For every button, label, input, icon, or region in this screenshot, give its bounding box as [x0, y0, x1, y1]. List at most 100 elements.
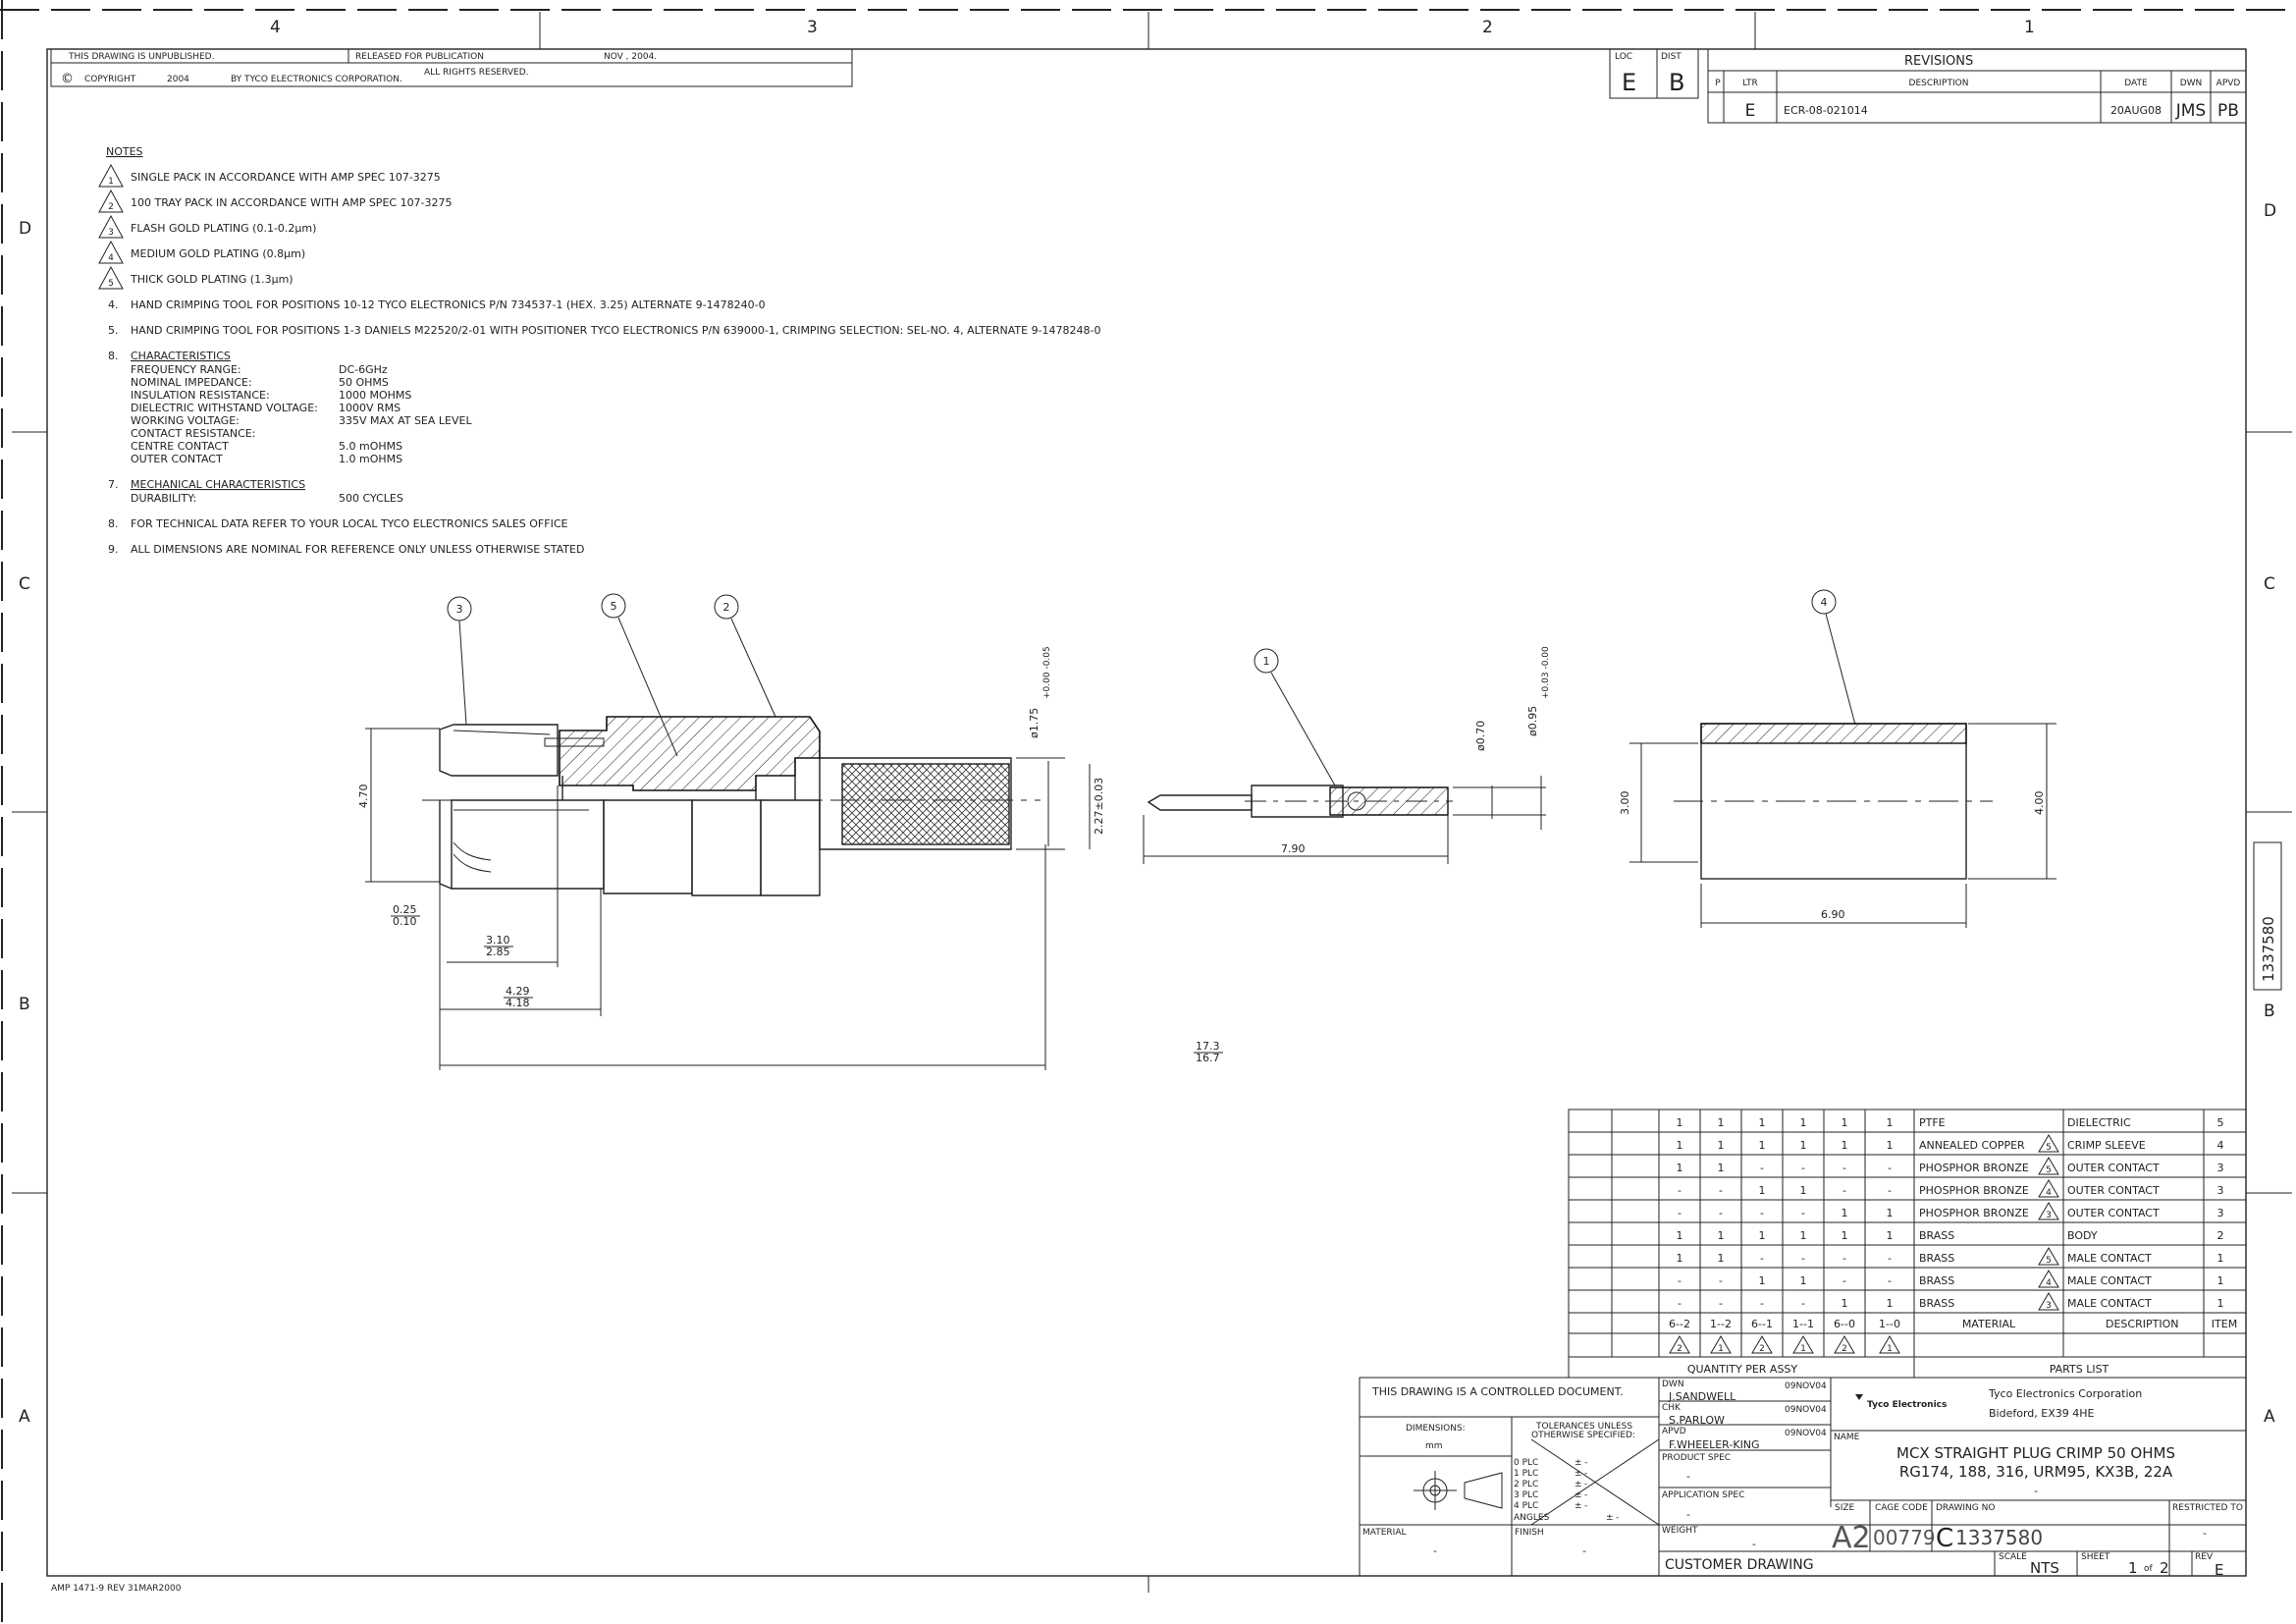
flag-number: 5 — [2046, 1143, 2052, 1153]
note-title: MECHANICAL CHARACTERISTICS — [131, 478, 305, 491]
qty-cell: - — [1678, 1207, 1682, 1219]
quantity-per-assy-label: QUANTITY PER ASSY — [1687, 1363, 1798, 1376]
note-text: HAND CRIMPING TOOL FOR POSITIONS 10-12 T… — [131, 298, 766, 311]
sheet-of: of — [2144, 1564, 2154, 1574]
qty-cell: 1 — [1677, 1139, 1683, 1152]
drawing-title-line2: RG174, 188, 316, URM95, KX3B, 22A — [1899, 1463, 2173, 1481]
qty-cell: - — [1842, 1274, 1846, 1287]
controlled-document-text: THIS DRAWING IS A CONTROLLED DOCUMENT. — [1371, 1385, 1624, 1398]
parts-row: 1 1 - - - - PHOSPHOR BRONZE 5 OUTER CONT… — [1677, 1157, 2224, 1175]
balloon — [601, 593, 626, 619]
parts-row: 1 1 1 1 1 1 BRASS BODY 2 — [1677, 1229, 2224, 1242]
material-cell: BRASS — [1919, 1297, 1954, 1310]
qty-cell: 1 — [1677, 1162, 1683, 1174]
checked-date: 09NOV04 — [1785, 1405, 1827, 1415]
scale-value: NTS — [2030, 1559, 2059, 1577]
item-cell: 5 — [2217, 1116, 2224, 1129]
connector-body — [559, 716, 821, 791]
note-title: CHARACTERISTICS — [131, 350, 231, 362]
tyco-logo-icon — [1855, 1394, 1863, 1400]
dim-6-90: 6.90 — [1821, 908, 1845, 921]
balloon-number: 5 — [611, 600, 617, 613]
restricted-value: - — [2203, 1527, 2207, 1540]
tolerance-place: 4 PLC — [1514, 1501, 1538, 1511]
balloon — [714, 594, 739, 620]
note-text: 100 TRAY PACK IN ACCORDANCE WITH AMP SPE… — [131, 196, 453, 209]
plus-minus: ± — [1575, 1501, 1582, 1511]
triangle-flag-icon — [1834, 1335, 1855, 1354]
dimensions-unit: mm — [1425, 1441, 1443, 1451]
qty-cell: 1 — [1759, 1139, 1766, 1152]
flag-number: 1 — [1718, 1344, 1724, 1354]
flag-number: 2 — [1677, 1344, 1682, 1354]
logo-text: Tyco Electronics — [1867, 1400, 1947, 1410]
approved-by: F.WHEELER-KING — [1669, 1438, 1760, 1451]
rev-dwn: JMS — [2175, 101, 2206, 121]
sheet-total: 2 — [2160, 1559, 2169, 1577]
item-cell: 3 — [2217, 1162, 2224, 1174]
qty-cell: 1 — [1887, 1297, 1894, 1310]
description-cell: BODY — [2067, 1229, 2098, 1242]
material-cell: PHOSPHOR BRONZE — [1919, 1162, 2029, 1174]
triangle-flag-icon — [1879, 1335, 1900, 1354]
dim-4-29: 4.29 — [506, 985, 530, 998]
qty-cell: 1 — [1887, 1207, 1894, 1219]
copyright-symbol: © — [61, 72, 74, 86]
flag-number: 1 — [108, 177, 114, 187]
qty-cell: - — [1678, 1297, 1682, 1310]
drawn-label: DWN — [1662, 1380, 1684, 1389]
item-cell: 1 — [2217, 1252, 2224, 1265]
sleeve-wall — [1700, 723, 1967, 744]
notes-heading: NOTES — [106, 145, 143, 158]
variant-label: 6--0 — [1834, 1318, 1855, 1330]
qty-cell: 1 — [1759, 1274, 1766, 1287]
knurled-crimp-area — [841, 763, 1010, 845]
qty-cell: - — [1678, 1274, 1682, 1287]
qty-cell: 1 — [1800, 1116, 1807, 1129]
qty-cell: - — [1719, 1297, 1723, 1310]
parts-row: 1 1 1 1 1 1 ANNEALED COPPER 5 CRIMP SLEE… — [1677, 1134, 2224, 1153]
qty-cell: - — [1888, 1252, 1892, 1265]
connector-assembly-view — [422, 716, 1041, 896]
triangle-flag-icon — [1751, 1335, 1773, 1354]
rights-reserved: ALL RIGHTS RESERVED. — [424, 68, 529, 78]
qty-cell: 1 — [1677, 1252, 1683, 1265]
triangle-flag-icon — [98, 189, 124, 213]
tyco-logo: Tyco Electronics — [1855, 1394, 1947, 1410]
connector-dimensions: 4.70 0.25 0.10 3.10 2.85 4.29 4.18 17.3 … — [357, 646, 1223, 1070]
qty-cell: 1 — [1718, 1229, 1725, 1242]
flag-number: 4 — [108, 253, 114, 263]
crimp-sleeve-view: 3.00 4.00 6.90 — [1619, 723, 2056, 928]
flag-number: 3 — [108, 228, 114, 238]
tolerances-label: OTHERWISE SPECIFIED: — [1531, 1431, 1635, 1440]
drawn-date: 09NOV04 — [1785, 1381, 1827, 1391]
flag-number: 1 — [1887, 1344, 1893, 1354]
qty-cell: 1 — [1800, 1184, 1807, 1197]
qty-cell: - — [1842, 1162, 1846, 1174]
flag-number: 5 — [2046, 1256, 2052, 1266]
zone-label-side: B — [2264, 1001, 2275, 1021]
tolerance-value: - — [1584, 1458, 1587, 1468]
checked-label: CHK — [1662, 1403, 1682, 1413]
parts-row: - - - - 1 1 PHOSPHOR BRONZE 3 OUTER CONT… — [1678, 1202, 2224, 1220]
company-address: Bideford, EX39 4HE — [1989, 1407, 2095, 1420]
item-header: ITEM — [2212, 1318, 2237, 1330]
char-value: 1.0 mOHMS — [339, 453, 402, 465]
qty-cell: - — [1888, 1162, 1892, 1174]
dim-17-3: 17.3 — [1196, 1040, 1220, 1053]
customer-drawing-label: CUSTOMER DRAWING — [1665, 1557, 1814, 1573]
characteristics-list: FREQUENCY RANGE: DC-6GHz NOMINAL IMPEDAN… — [131, 363, 472, 465]
tolerance-value: - — [1584, 1469, 1587, 1479]
tolerance-place: ANGLES — [1514, 1513, 1550, 1523]
rev-value: E — [2215, 1561, 2223, 1579]
variant-flag-row: 2 1 2 1 2 1 — [1669, 1335, 1900, 1354]
item-cell: 1 — [2217, 1274, 2224, 1287]
char-key: FREQUENCY RANGE: — [131, 363, 241, 376]
qty-cell: - — [1801, 1162, 1805, 1174]
unpublished-text: THIS DRAWING IS UNPUBLISHED. — [68, 52, 214, 62]
qty-cell: 1 — [1800, 1274, 1807, 1287]
description-cell: OUTER CONTACT — [2067, 1162, 2160, 1174]
tolerance-place: 0 PLC — [1514, 1458, 1538, 1468]
rev-letter: E — [1745, 101, 1756, 121]
